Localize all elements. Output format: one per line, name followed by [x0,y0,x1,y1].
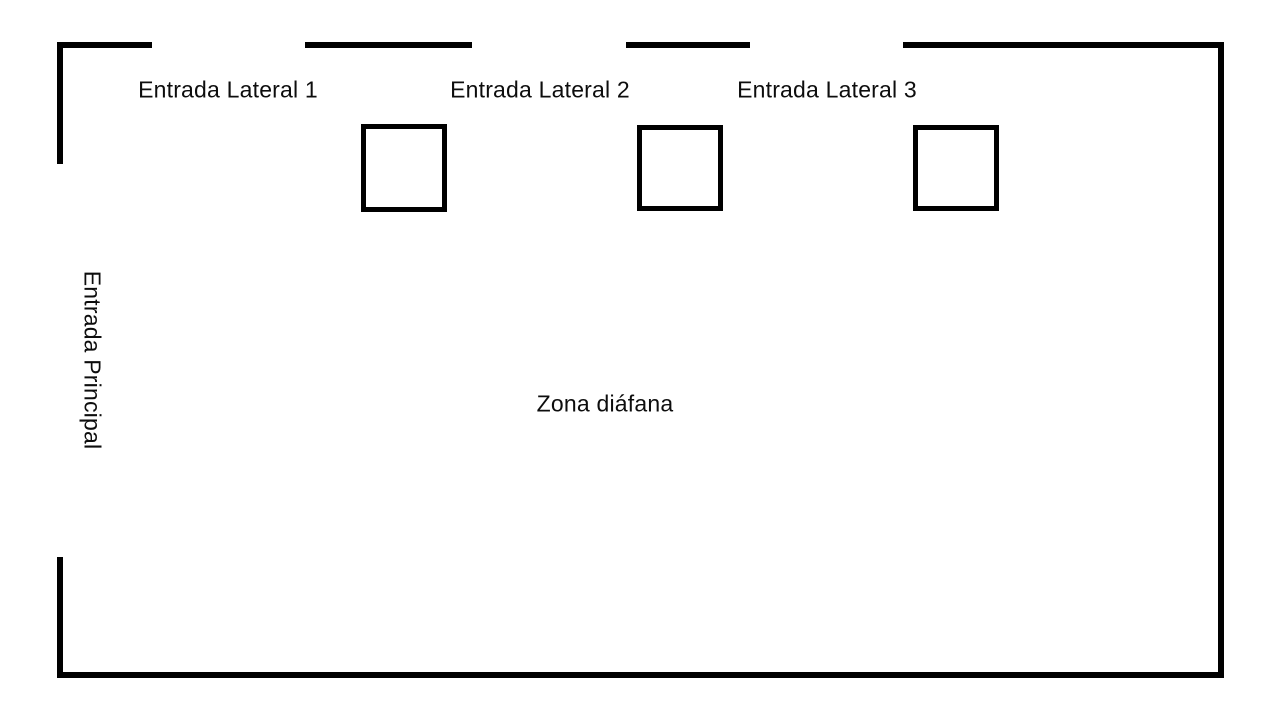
pillar-2 [637,125,723,211]
wall-top-segment-3 [626,42,750,48]
label-side-entrance-1: Entrada Lateral 1 [138,76,318,103]
label-main-entrance: Entrada Principal [79,270,106,450]
pillar-1 [361,124,447,212]
wall-bottom [57,672,1224,678]
label-open-zone: Zona diáfana [536,390,674,417]
label-side-entrance-2: Entrada Lateral 2 [450,76,630,103]
wall-right [1218,42,1224,678]
wall-left-lower-segment [57,557,63,678]
wall-top-segment-1 [57,42,152,48]
wall-top-segment-4 [903,42,1224,48]
label-side-entrance-3: Entrada Lateral 3 [737,76,917,103]
pillar-3 [913,125,999,211]
wall-top-segment-2 [305,42,472,48]
wall-left-upper-segment [57,42,63,164]
